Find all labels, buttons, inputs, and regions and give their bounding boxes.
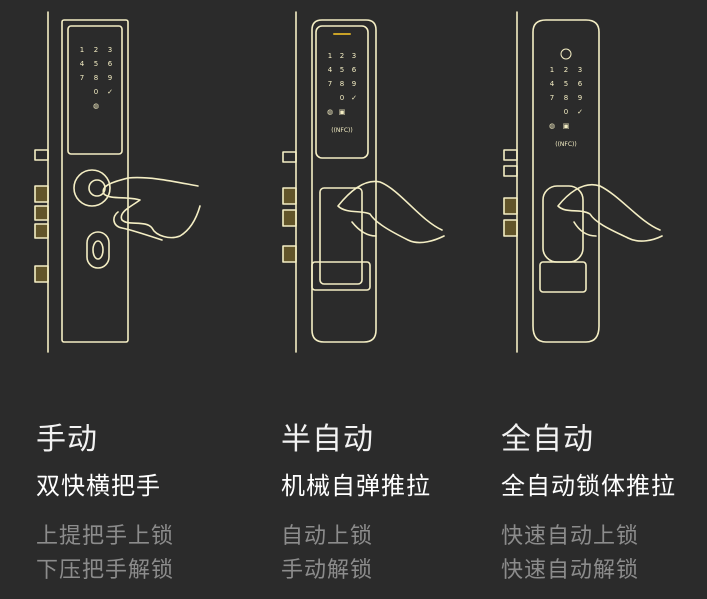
semi-auto-lock-column: 半自动 机械自弹推拉 自动上锁 手动解锁	[281, 420, 501, 588]
key: 7	[550, 94, 554, 102]
key: 7	[80, 74, 84, 82]
semi-auto-lock-illustration	[282, 11, 445, 353]
key: 1	[328, 52, 332, 60]
key: 2	[94, 46, 98, 54]
semi-auto-title: 半自动	[281, 422, 374, 457]
nfc-label: ((NFC))	[555, 141, 577, 148]
camera-icon: ▣	[563, 122, 570, 130]
key: 4	[328, 66, 333, 74]
key: ✓	[351, 94, 357, 102]
full-auto-subtitle: 全自动锁体推拉	[501, 472, 676, 500]
manual-note-lock: 上提把手上锁	[36, 524, 175, 549]
semi-auto-note-unlock: 手动解锁	[281, 558, 374, 583]
fingerprint-icon: ◍	[327, 108, 333, 116]
key: 2	[340, 52, 344, 60]
key: 4	[80, 60, 85, 68]
key: 5	[564, 80, 568, 88]
manual-subtitle: 双快横把手	[36, 472, 161, 500]
fingerprint-icon: ◍	[93, 102, 99, 110]
key: 8	[94, 74, 98, 82]
key: 2	[564, 66, 568, 74]
camera-icon: ▣	[339, 108, 346, 116]
key: 9	[108, 74, 112, 82]
full-auto-lock-illustration	[503, 11, 663, 353]
manual-lock-illustration	[34, 11, 201, 353]
fingerprint-icon: ◍	[549, 122, 555, 130]
key: 5	[340, 66, 344, 74]
key: 5	[94, 60, 98, 68]
key: 9	[352, 80, 356, 88]
key: 4	[550, 80, 555, 88]
full-auto-note-unlock: 快速自动解锁	[501, 558, 640, 583]
key: 0	[340, 94, 344, 102]
key: 6	[352, 66, 357, 74]
semi-auto-note-lock: 自动上锁	[281, 524, 374, 549]
key: ✓	[577, 108, 583, 116]
key: 3	[352, 52, 356, 60]
semi-auto-keypad: 1 2 3 4 5 6 7 8 9 0 ✓ ◍ ▣ ((NFC))	[327, 52, 357, 134]
full-auto-note-lock: 快速自动上锁	[501, 524, 640, 549]
key: 7	[328, 80, 332, 88]
key: 1	[80, 46, 84, 54]
key: 8	[564, 94, 568, 102]
key: 3	[108, 46, 112, 54]
lock-illustrations: 1 2 3 4 5 6 7 8 9 0 ✓ ◍ 1 2 3 4 5 6 7 8 …	[34, 11, 663, 353]
manual-keypad: 1 2 3 4 5 6 7 8 9 0 ✓ ◍	[80, 46, 113, 110]
full-auto-title: 全自动	[501, 422, 594, 457]
key: 0	[564, 108, 568, 116]
key: 1	[550, 66, 554, 74]
full-auto-lock-column: 全自动 全自动锁体推拉 快速自动上锁 快速自动解锁	[501, 420, 707, 588]
key: 8	[340, 80, 344, 88]
key: 3	[578, 66, 582, 74]
manual-lock-column: 手动 双快横把手 上提把手上锁 下压把手解锁	[36, 420, 256, 588]
key: 9	[578, 94, 582, 102]
manual-title: 手动	[36, 422, 98, 457]
key: 6	[108, 60, 113, 68]
manual-note-unlock: 下压把手解锁	[36, 558, 175, 583]
key: ✓	[107, 88, 113, 96]
nfc-label: ((NFC))	[331, 127, 353, 134]
key: 6	[578, 80, 583, 88]
semi-auto-subtitle: 机械自弹推拉	[281, 472, 431, 500]
full-auto-keypad: 1 2 3 4 5 6 7 8 9 0 ✓ ◍ ▣ ((NFC))	[549, 48, 583, 148]
key: 0	[94, 88, 98, 96]
